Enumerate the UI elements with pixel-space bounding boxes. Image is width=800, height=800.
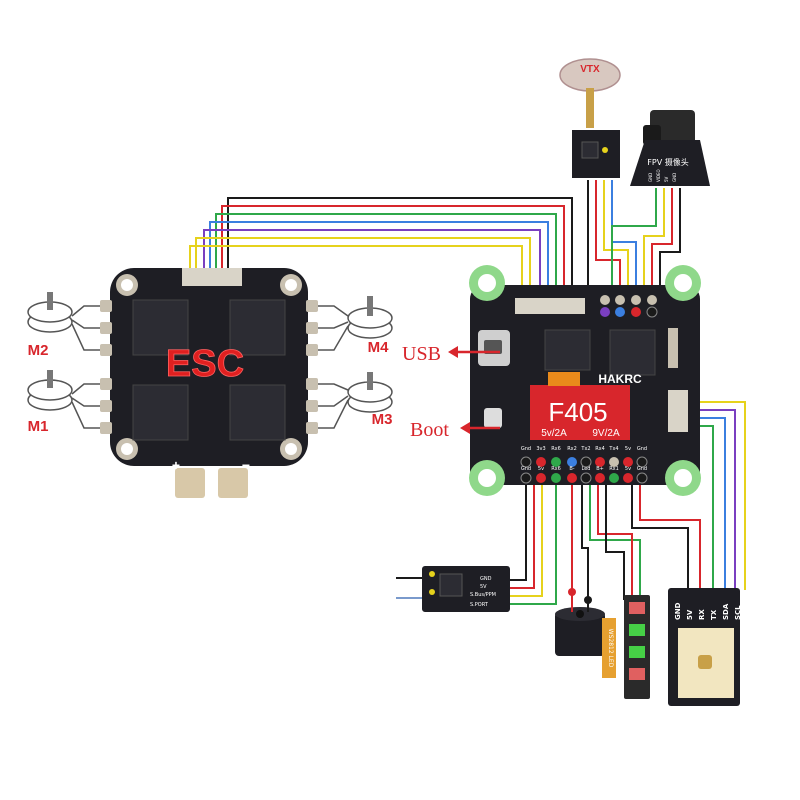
gps-pin-5v: 5V [686,609,694,620]
motor-m3-label: M3 [372,411,393,428]
camera-pin-label: GND [648,173,653,182]
fc-pad-label: Gnd [521,446,531,452]
fc-pad-label: Gnd [637,466,647,472]
buzzer-icon [555,588,605,656]
fc-pad-label: 5v [625,466,631,472]
gps-pin-sda: SDA [722,603,730,620]
gps-module [668,588,740,706]
camera-pins: GND VIDEO 5V GND [648,169,677,182]
motor-m4-icon [318,296,393,351]
usb-label: USB [402,343,441,365]
fc-pad-label: Gnd [637,446,647,452]
fc-board [469,265,701,496]
motor-m2-icon [27,292,100,351]
esc-board [100,268,318,498]
fc-pad-label: Gnd [521,466,531,472]
esc-power-minus: − [242,457,250,473]
wire-green [215,213,557,300]
fpv-camera [630,110,710,186]
fc-bottom-pad-row [520,456,648,484]
rx-pin-gnd: GND [480,576,492,582]
gps-pin-gnd: GND [674,602,682,620]
fc-pad-label: B- [569,466,574,472]
fc-pad-label: Tx4 [608,446,618,452]
receiver-module [396,566,510,612]
camera-pin-label: VIDEO [656,169,661,182]
fc-pad-label: B+ [596,466,604,472]
fc-pad-label: Rx6 [551,466,561,472]
fc-pad-label: Rx6 [551,446,561,452]
wire-purple [203,229,541,300]
camera-label: FPV 摄像头 [647,157,688,167]
fc-pad-label: Rx1 [609,466,619,472]
vtx-camera-wires [587,180,681,291]
vtx-label: VTX [580,64,600,75]
esc-power-plus: + [172,457,180,473]
vtx-module [559,58,621,178]
usb-arrow-icon [448,346,500,358]
fc-orange-chip [548,372,580,386]
fc-bec-9v: 9V/2A [592,428,620,439]
fc-pad-label: Led [582,466,591,472]
wire-yellow [195,237,531,300]
fc-pad-label: Tx2 [580,446,590,452]
motor-m4-label: M4 [368,339,389,356]
fc-pad-label: 5v [538,466,544,472]
boot-label: Boot [410,419,449,441]
fc-pad-label: 5v [625,446,631,452]
fc-pad-label: Rx2 [567,446,577,452]
esc-label: ESC [166,343,244,385]
motor-m1-icon [27,370,100,429]
bottom-wires [505,478,641,605]
esc-fc-harness [189,197,573,300]
wire-black [227,197,573,300]
gps-pin-tx: TX [710,609,718,620]
motor-m2-label: M2 [28,342,49,359]
led-strip [602,595,650,699]
camera-pin-label: GND [672,173,677,182]
wire-yellow-2 [189,245,523,300]
gps-pin-scl: SCL [734,605,742,620]
fc-brand: HAKRC [598,372,642,386]
rx-pin-sport: S.PORT [470,602,489,608]
fc-model: F405 [548,397,607,427]
boot-arrow-icon [460,422,500,434]
gps-pin-rx: RX [698,609,706,620]
fc-bec-5v: 5v/2A [541,428,567,439]
motor-m1-label: M1 [28,418,49,435]
motor-m3-icon [318,372,393,429]
fc-pad-label: Rx4 [595,446,605,452]
rx-pin-5v: 5V [480,584,487,590]
rx-pin-sbus: S.Bus/PPM [470,592,496,598]
fc-red-label [530,385,630,440]
camera-pin-label: 5V [664,176,669,182]
fc-bottom-pad-labels: Gnd 3v3 Rx6 Rx2 Tx2 Rx4 Tx4 5v Gnd Gnd 5… [521,446,647,472]
led-strip-label: WS2812 LED [607,629,614,668]
fc-pad-label: 3v3 [536,446,545,452]
